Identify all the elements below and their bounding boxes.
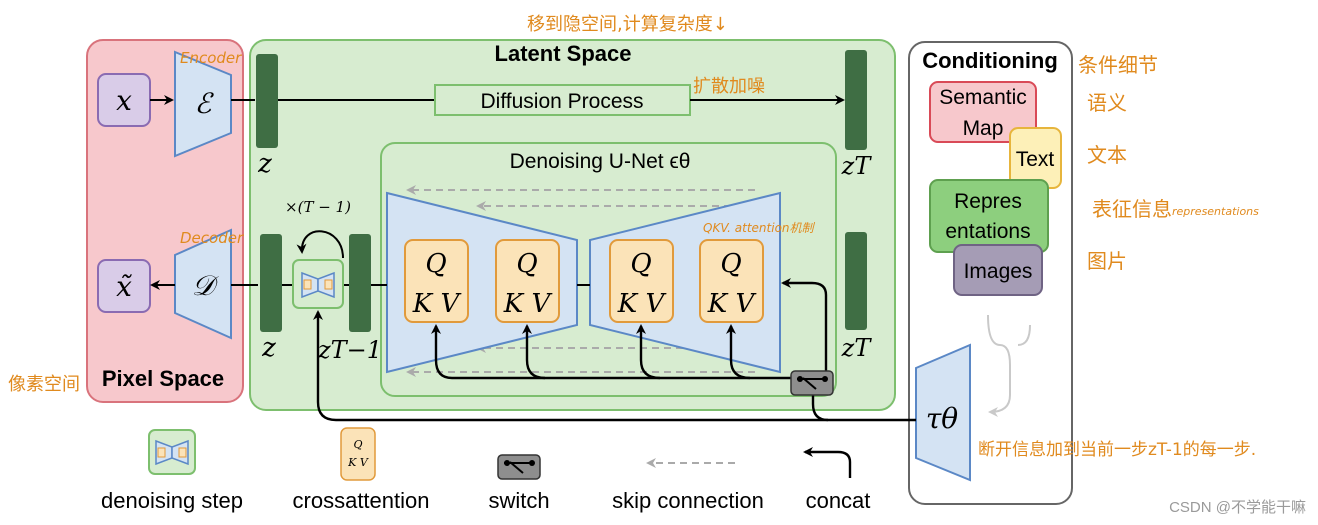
svg-text:K V: K V bbox=[347, 456, 369, 469]
images-box bbox=[953, 244, 1043, 296]
top-note: 移到隐空间,计算复杂度↓ bbox=[527, 14, 728, 35]
watermark: CSDN @不学能干嘛 bbox=[1169, 499, 1306, 516]
zT-bottom-label: zT bbox=[841, 334, 873, 362]
z-top-label: z bbox=[257, 149, 272, 179]
svg-text:Q: Q bbox=[516, 249, 537, 279]
pixel-note: 像素空间 bbox=[8, 374, 80, 395]
svg-text:K V: K V bbox=[503, 289, 553, 319]
conditioning-flow-lines bbox=[313, 278, 916, 422]
repeat-label: ×(T − 1) bbox=[285, 198, 351, 216]
conditioning-merge-lines bbox=[987, 314, 1031, 417]
zT-top-label: zT bbox=[841, 152, 873, 180]
x-label: x bbox=[116, 84, 132, 117]
semantic-map-label-2: Map bbox=[963, 117, 1004, 140]
z-bar-top bbox=[256, 54, 278, 148]
semantic-map-box bbox=[929, 81, 1037, 143]
pixel-space-label: Pixel Space bbox=[102, 366, 224, 391]
svg-text:Q: Q bbox=[720, 249, 741, 279]
encoder-label: ℰ bbox=[195, 87, 215, 120]
qkv-block-3: Q K V bbox=[609, 239, 674, 323]
repr-note: 表征信息 bbox=[1092, 197, 1172, 221]
denoising-step-glyph-box-right bbox=[324, 279, 333, 290]
legend-switch-icon bbox=[497, 454, 541, 480]
tau-encoder bbox=[915, 343, 971, 482]
switch-icon bbox=[790, 370, 834, 396]
images-label: Images bbox=[964, 260, 1033, 283]
legend-crossattention-icon: Q K V bbox=[340, 427, 376, 481]
conditioning-label: Conditioning bbox=[922, 48, 1058, 73]
skip-connections bbox=[406, 185, 755, 377]
diffusion-process-label: Diffusion Process bbox=[480, 90, 643, 113]
semantic-note: 语义 bbox=[1087, 91, 1127, 115]
unet-title: Denoising U-Net ϵθ bbox=[510, 150, 691, 173]
representations-label-2: entations bbox=[945, 220, 1030, 243]
svg-text:Q: Q bbox=[425, 249, 446, 279]
diffusion-process-box bbox=[434, 84, 691, 116]
svg-text:K V: K V bbox=[707, 289, 757, 319]
legend-skip-connection-label: skip connection bbox=[612, 488, 764, 513]
legend-denoising-step-icon bbox=[148, 429, 196, 475]
qkv-note: QKV. attention机制 bbox=[703, 221, 816, 235]
x-tilde-label: x̃ bbox=[116, 270, 132, 303]
zT-bar-top bbox=[845, 50, 867, 150]
conditioning-note: 条件细节 bbox=[1078, 53, 1158, 77]
z-bar-bottom bbox=[260, 234, 282, 332]
legend-concat-icon bbox=[803, 447, 852, 478]
tau-note: 断开信息加到当前一步zT-1的每一步. bbox=[978, 440, 1256, 460]
repr-note-small: representations bbox=[1172, 205, 1259, 218]
encoder-note: Encoder bbox=[180, 49, 242, 67]
text-label: Text bbox=[1016, 148, 1055, 171]
svg-text:Q: Q bbox=[353, 438, 362, 451]
svg-text:Q: Q bbox=[630, 249, 651, 279]
images-note: 图片 bbox=[1087, 249, 1127, 273]
diffusion-note: 扩散加噪 bbox=[693, 76, 765, 97]
zT-bar-bottom bbox=[845, 232, 867, 330]
tau-label: τθ bbox=[926, 402, 958, 435]
legend-crossattention-label: crossattention bbox=[293, 488, 430, 513]
legend-switch-label: switch bbox=[488, 488, 549, 513]
representations-label-1: Repres bbox=[954, 190, 1022, 213]
decoder-trapezoid bbox=[174, 228, 232, 340]
z-t-minus-1-label: zT−1 bbox=[317, 336, 382, 364]
encoder-trapezoid bbox=[174, 50, 232, 158]
text-note: 文本 bbox=[1087, 143, 1127, 167]
svg-text:K V: K V bbox=[412, 289, 462, 319]
z-bottom-label: z bbox=[261, 333, 276, 363]
qkv-block-2: Q K V bbox=[495, 239, 560, 323]
svg-text:K V: K V bbox=[617, 289, 667, 319]
decoder-note: Decoder bbox=[180, 229, 244, 247]
semantic-map-label-1: Semantic bbox=[939, 86, 1027, 109]
qkv-block-1: Q K V bbox=[404, 239, 469, 323]
z-t-minus-1-bar bbox=[349, 234, 371, 332]
latent-space-label: Latent Space bbox=[495, 41, 632, 66]
qkv-block-4: Q K V bbox=[699, 239, 764, 323]
denoising-step-glyph-box-left bbox=[303, 279, 312, 290]
legend-concat-label: concat bbox=[806, 488, 871, 513]
legend-denoising-step-label: denoising step bbox=[101, 488, 243, 513]
repeat-loop-arrow bbox=[296, 230, 344, 259]
